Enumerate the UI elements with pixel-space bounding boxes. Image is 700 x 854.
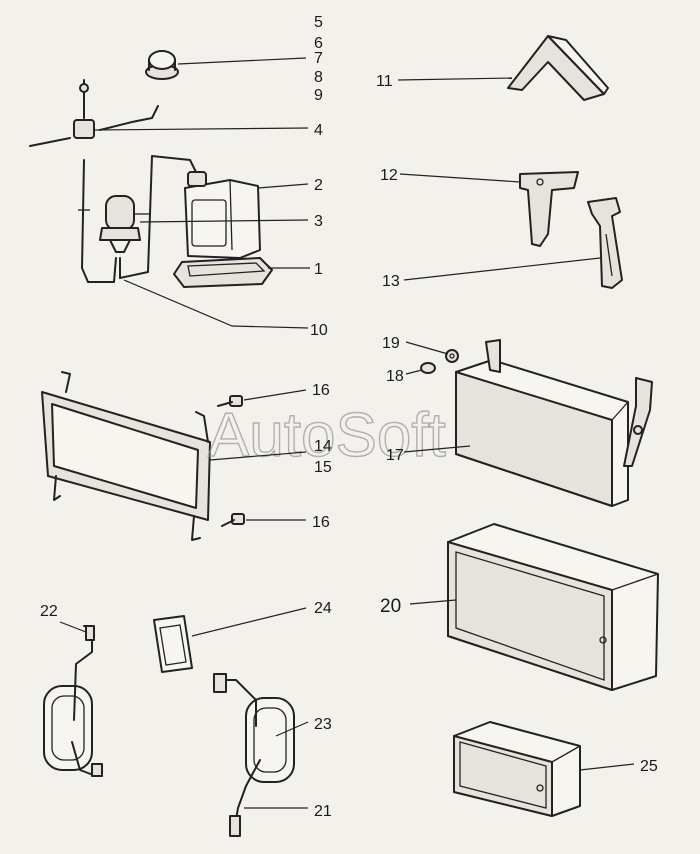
washer-reservoir xyxy=(184,171,261,259)
callout-6: 6 xyxy=(314,35,323,52)
callout-23: 23 xyxy=(314,716,332,733)
warning-triangle xyxy=(507,35,609,101)
filler-cap xyxy=(145,50,179,80)
washer-19 xyxy=(445,349,459,363)
callout-7: 7 xyxy=(314,50,323,67)
callout-12: 12 xyxy=(380,167,398,184)
callouts: 5 6 7 8 9 4 2 3 1 10 11 12 13 16 14 15 1… xyxy=(40,14,658,820)
callout-25: 25 xyxy=(640,758,658,775)
callout-15: 15 xyxy=(314,459,332,476)
callout-24: 24 xyxy=(314,600,332,617)
callout-14: 14 xyxy=(314,438,332,455)
callout-10: 10 xyxy=(310,322,328,339)
mirror-glass-24 xyxy=(153,615,193,673)
bracket xyxy=(519,171,579,247)
callout-1: 1 xyxy=(314,261,323,278)
callout-11: 11 xyxy=(376,73,393,90)
callout-22: 22 xyxy=(40,603,58,620)
bolt-16-lower xyxy=(221,513,245,527)
callout-13: 13 xyxy=(382,273,400,290)
mirror-left xyxy=(43,625,103,777)
tool-box-small xyxy=(453,721,581,817)
callout-4: 4 xyxy=(314,122,323,139)
washer-pump xyxy=(99,195,150,253)
washer-reservoir-tray xyxy=(173,257,273,288)
callout-16-lower: 16 xyxy=(312,514,330,531)
callout-16-upper: 16 xyxy=(312,382,330,399)
callout-18: 18 xyxy=(386,368,404,385)
callout-5: 5 xyxy=(314,14,323,31)
callout-3: 3 xyxy=(314,213,323,230)
callout-8: 8 xyxy=(314,69,323,86)
frame-panel xyxy=(41,371,211,541)
watermark-text: AutoSoft xyxy=(208,401,446,470)
leader-lines xyxy=(59,57,635,809)
callout-21: 21 xyxy=(314,803,332,820)
callout-9: 9 xyxy=(314,87,323,104)
callout-20: 20 xyxy=(380,596,401,617)
bolt-16-upper xyxy=(217,395,243,407)
callout-17: 17 xyxy=(386,447,404,464)
washer-hoses xyxy=(29,79,197,283)
callout-19: 19 xyxy=(382,335,400,352)
bolt-18 xyxy=(420,362,436,374)
tool-box-large xyxy=(447,523,659,691)
wheel-wrench xyxy=(587,197,623,289)
battery-box xyxy=(455,339,653,507)
mirror-right xyxy=(213,673,295,837)
callout-2: 2 xyxy=(314,177,323,194)
